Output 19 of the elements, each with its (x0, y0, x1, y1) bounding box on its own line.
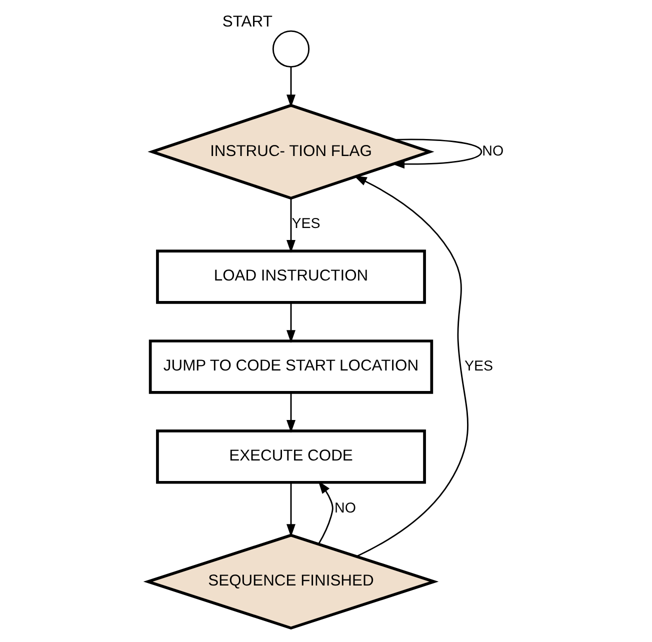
arrow (354, 176, 468, 557)
arrow (286, 482, 296, 537)
arrow (286, 392, 296, 433)
node-box: JUMP TO CODE START LOCATION (148, 340, 434, 394)
arrow (286, 302, 296, 343)
node-diamond: INSTRUC- TION FLAG (148, 104, 434, 200)
arrow (286, 66, 296, 108)
edge-label: NO (334, 500, 356, 516)
node-diamond: SEQUENCE FINISHED (143, 534, 439, 630)
arrow (318, 480, 334, 544)
edge-label: YES (292, 216, 320, 232)
node-label: START (222, 14, 272, 31)
node-box: EXECUTE CODE (156, 430, 426, 484)
node-circle (272, 30, 310, 68)
node-box: LOAD INSTRUCTION (156, 250, 426, 304)
arrow (286, 198, 296, 253)
arrow (392, 138, 482, 169)
edge-label: NO (482, 143, 504, 160)
edge-label: YES (464, 358, 494, 374)
